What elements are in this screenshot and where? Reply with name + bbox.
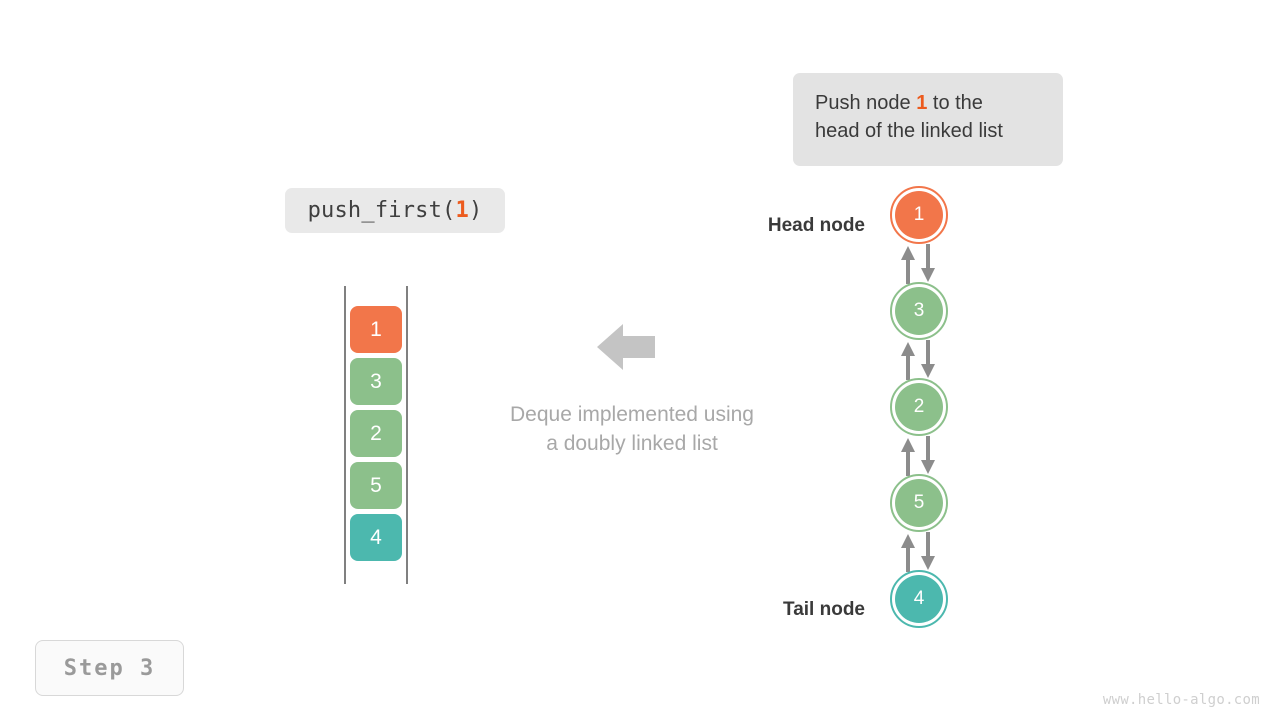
list-node: 3: [890, 282, 948, 340]
code-prefix: push_first(: [307, 198, 456, 223]
list-node-disc: 2: [895, 383, 943, 431]
list-node: 5: [890, 474, 948, 532]
bidirectional-link-icon: [890, 436, 948, 476]
deque-stack: 1 3 2 5 4: [344, 286, 410, 584]
operation-code-label: push_first(1): [285, 188, 505, 233]
list-node: 4: [890, 570, 948, 628]
list-node-disc: 3: [895, 287, 943, 335]
callout-line-1: Push node 1 to the: [815, 89, 1041, 117]
list-node-value: 2: [913, 396, 925, 417]
deque-cell-value: 3: [370, 369, 382, 393]
deque-cell: 2: [350, 410, 402, 457]
list-node-value: 3: [913, 300, 925, 321]
deque-rail-left: [344, 286, 346, 584]
callout-line-2: head of the linked list: [815, 120, 1003, 142]
list-node: 2: [890, 378, 948, 436]
callout-highlight-value: 1: [916, 92, 928, 114]
list-node-value: 5: [913, 492, 925, 513]
deque-cell: 4: [350, 514, 402, 561]
caption-line-2: a doubly linked list: [546, 432, 718, 455]
deque-cell-list: 1 3 2 5 4: [350, 306, 402, 566]
watermark: www.hello-algo.com: [1102, 692, 1260, 708]
list-node-disc: 4: [895, 575, 943, 623]
callout-text-after: to the: [927, 92, 983, 114]
list-node-disc: 5: [895, 479, 943, 527]
deque-cell: 5: [350, 462, 402, 509]
callout-bubble: Push node 1 to the head of the linked li…: [793, 73, 1063, 166]
bidirectional-link-icon: [890, 244, 948, 284]
code-argument: 1: [455, 198, 469, 223]
tail-node-label: Tail node: [783, 599, 865, 620]
list-node: 1: [890, 186, 948, 244]
diagram-caption: Deque implemented using a doubly linked …: [452, 400, 812, 458]
deque-cell-value: 1: [370, 317, 382, 341]
caption-line-1: Deque implemented using: [510, 403, 754, 426]
deque-rail-right: [406, 286, 408, 584]
deque-cell-value: 2: [370, 421, 382, 445]
list-node-value: 4: [913, 588, 925, 609]
deque-cell: 3: [350, 358, 402, 405]
list-node-value: 1: [913, 204, 925, 225]
bidirectional-link-icon: [890, 340, 948, 380]
list-node-disc: 1: [895, 191, 943, 239]
callout-text-before: Push node: [815, 92, 917, 114]
deque-cell: 1: [350, 306, 402, 353]
doubly-linked-list: 1 3 2 5 4: [880, 186, 960, 648]
left-arrow-icon: [597, 323, 655, 371]
head-node-label: Head node: [767, 215, 865, 236]
step-badge: Step 3: [35, 640, 184, 696]
deque-cell-value: 4: [370, 525, 382, 549]
deque-cell-value: 5: [370, 473, 382, 497]
code-suffix: ): [468, 198, 483, 223]
bidirectional-link-icon: [890, 532, 948, 572]
